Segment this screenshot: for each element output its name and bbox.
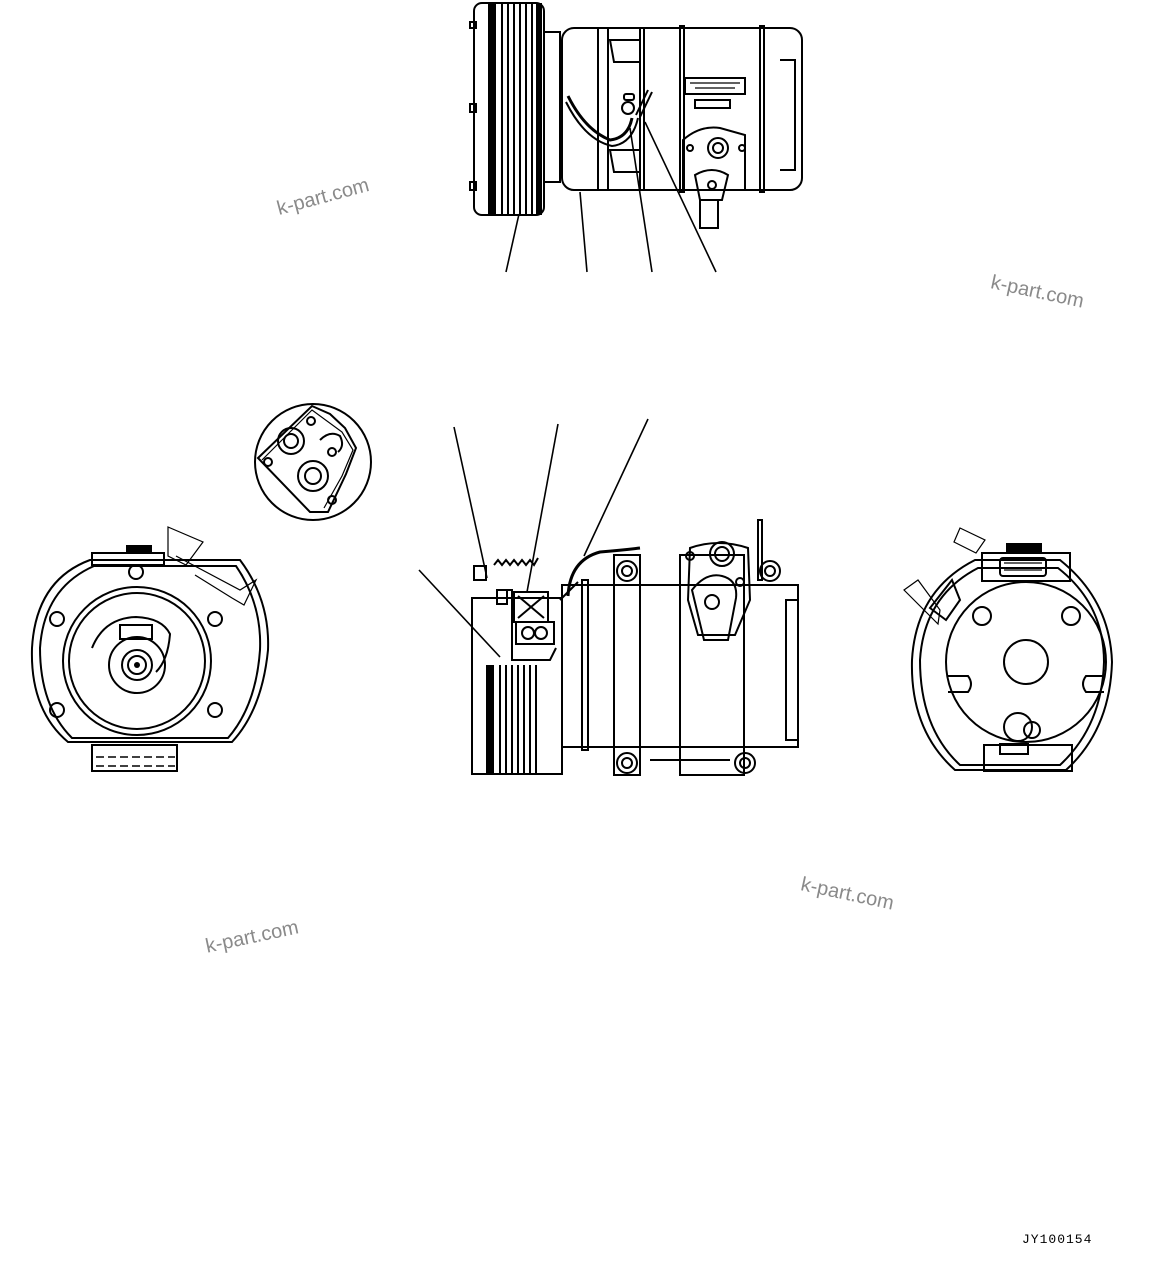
front-view	[32, 527, 268, 771]
leader-lines-top	[506, 122, 716, 272]
main-side-view	[419, 419, 798, 775]
leader-lines-main	[419, 419, 648, 657]
figure-code-label: JY100154	[1022, 1232, 1093, 1247]
detail-port-view	[255, 404, 371, 520]
pulley-top	[470, 3, 560, 215]
rear-view	[904, 528, 1112, 771]
compressor-body-top	[562, 26, 802, 228]
compressor-body-main	[560, 520, 798, 775]
clutch-coil-bracket	[497, 590, 556, 660]
top-side-view	[470, 3, 802, 272]
pulley-main	[472, 558, 562, 774]
